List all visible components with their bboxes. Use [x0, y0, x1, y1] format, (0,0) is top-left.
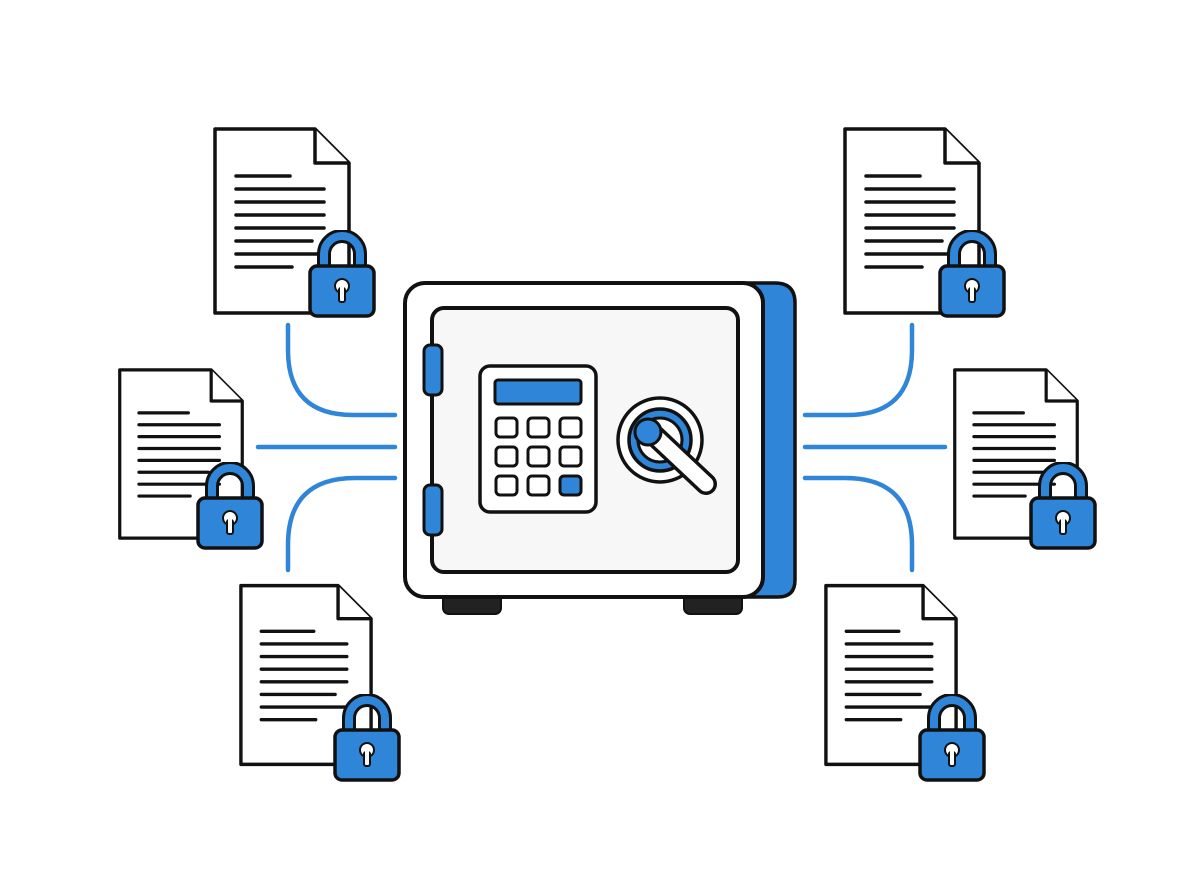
document-bottom-left [239, 583, 399, 780]
connector-bottom-right [802, 475, 915, 573]
keypad-icon [478, 364, 598, 514]
connector-bottom-left [285, 475, 398, 573]
keypad-key [494, 445, 519, 468]
safe-hinge-bottom [422, 483, 444, 537]
document-middle-left [118, 368, 262, 548]
keypad-key [494, 474, 519, 497]
keypad-keys [494, 416, 583, 497]
keypad-key [526, 445, 551, 468]
document-top-left [213, 127, 374, 316]
keypad-key [526, 474, 551, 497]
connector-top-left [285, 322, 398, 418]
safe-hinge-top [422, 343, 444, 397]
connector-top-right [802, 322, 915, 418]
keypad-key [526, 416, 551, 439]
keypad-key [558, 416, 583, 439]
safe-icon [403, 281, 797, 615]
document-bottom-right [824, 583, 984, 780]
keypad-key [558, 445, 583, 468]
dial-handle-icon [616, 396, 717, 495]
keypad-key [494, 416, 519, 439]
keypad-display [493, 378, 583, 406]
keypad-key [558, 474, 583, 497]
document-middle-right [953, 368, 1095, 548]
connector-lines [255, 322, 948, 573]
document-top-right [843, 127, 1004, 316]
